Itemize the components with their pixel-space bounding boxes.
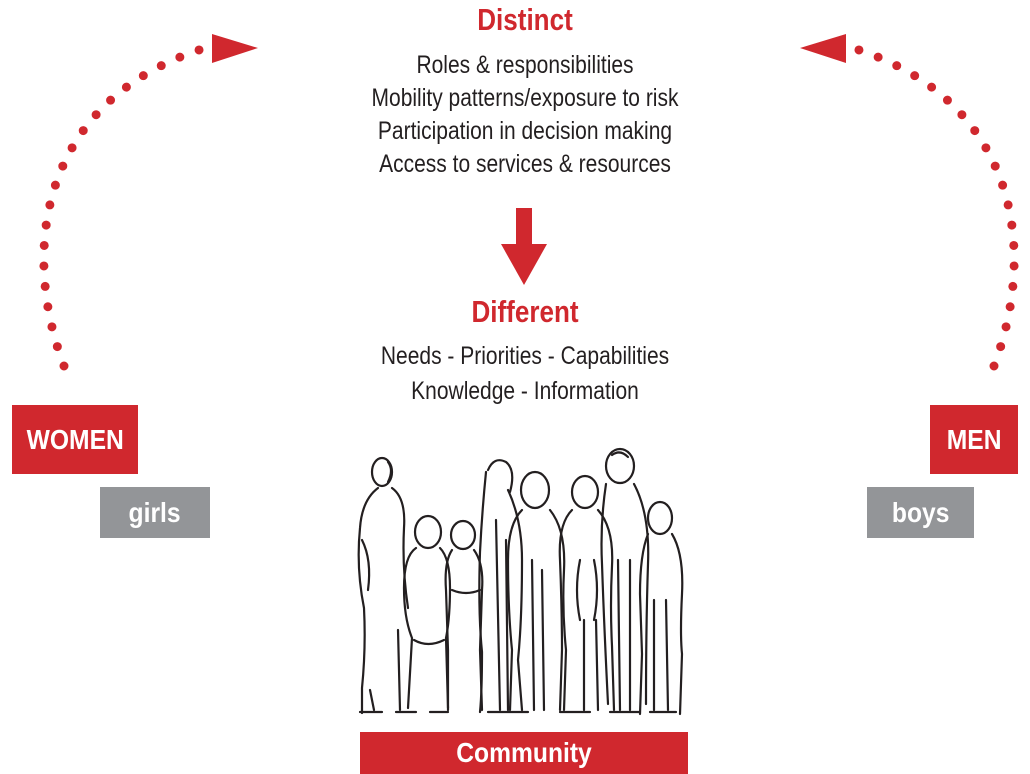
- women-label-text: WOMEN: [26, 423, 124, 455]
- community-label: Community: [360, 732, 688, 774]
- distinct-item: Participation in decision making: [377, 117, 673, 145]
- community-crowd-illustration: [357, 447, 684, 716]
- left-arc-arrowhead: [212, 34, 258, 63]
- boys-label-text: boys: [891, 496, 950, 528]
- different-list: Needs - Priorities - Capabilities Knowle…: [349, 339, 702, 409]
- distinct-title: Distinct: [477, 2, 573, 37]
- distinct-item: Access to services & resources: [379, 150, 671, 178]
- down-arrow-icon: [501, 208, 547, 285]
- boys-label: boys: [867, 487, 974, 538]
- right-arc-arrowhead: [800, 34, 846, 63]
- men-label: MEN: [930, 405, 1018, 474]
- men-label-text: MEN: [946, 423, 1002, 455]
- different-item: Needs - Priorities - Capabilities: [380, 342, 670, 370]
- right-dotted-arc: [848, 43, 1019, 371]
- different-item: Knowledge - Information: [411, 377, 639, 405]
- distinct-item: Mobility patterns/exposure to risk: [371, 84, 679, 112]
- distinct-item: Roles & responsibilities: [416, 51, 634, 79]
- distinct-list: Roles & responsibilities Mobility patter…: [349, 49, 702, 181]
- women-label: WOMEN: [12, 405, 138, 474]
- left-dotted-arc: [39, 43, 210, 371]
- girls-label: girls: [100, 487, 210, 538]
- different-title: Different: [471, 294, 579, 329]
- community-label-text: Community: [456, 737, 592, 768]
- girls-label-text: girls: [128, 496, 182, 528]
